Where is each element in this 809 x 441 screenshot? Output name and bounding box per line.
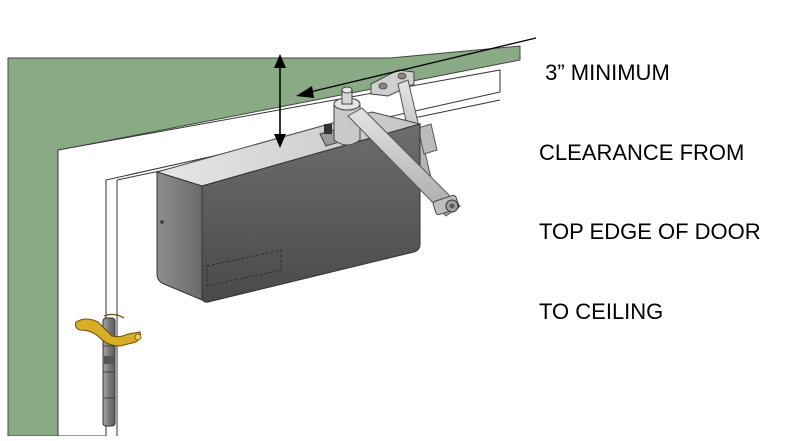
callout-line-1: 3” MINIMUM	[539, 60, 670, 85]
clearance-callout-text: 3” MINIMUM CLEARANCE FROM TOP EDGE OF DO…	[539, 7, 807, 378]
callout-line-3: TOP EDGE OF DOOR	[539, 219, 761, 244]
end-cap-screw	[160, 220, 164, 224]
callout-leader-line	[296, 37, 537, 98]
brass-hinge-fitting	[75, 313, 142, 347]
arm-elbow-joint	[432, 194, 460, 216]
closer-end-cap	[156, 171, 203, 301]
clearance-dimension-arrow	[274, 54, 286, 148]
pinion-spindle	[319, 86, 361, 147]
main-arm	[347, 107, 461, 217]
closer-nameplate-recess	[206, 249, 282, 287]
callout-line-4: TO CEILING	[539, 298, 664, 324]
callout-line-2: CLEARANCE FROM	[539, 139, 745, 165]
